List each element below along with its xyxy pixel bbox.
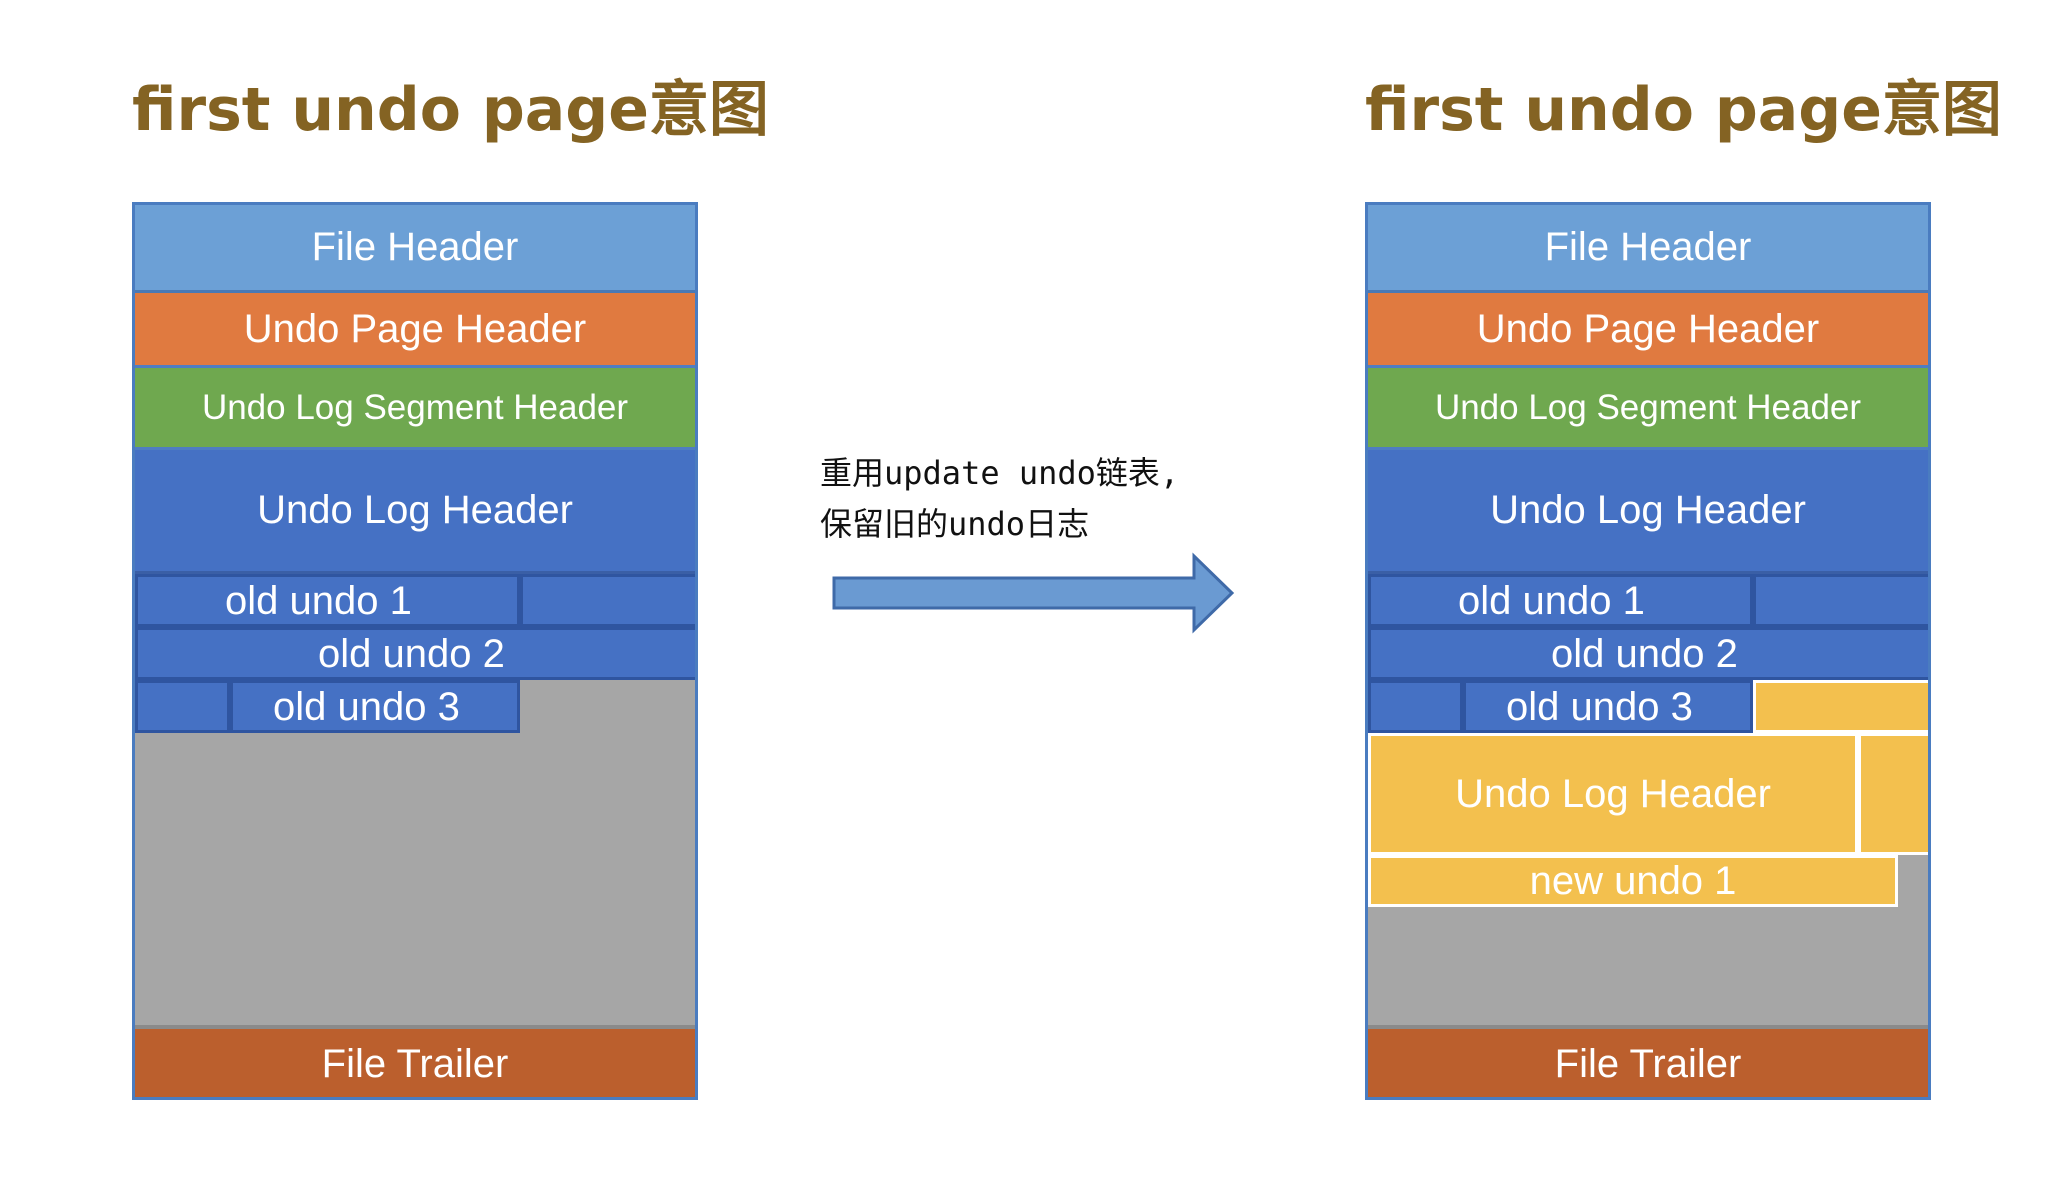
undo-log-segment-header-block: Undo Log Segment Header bbox=[135, 368, 695, 450]
old-undo-2-block: old undo 2 bbox=[1368, 627, 1928, 680]
new-undo-log-header-block: Undo Log Header bbox=[1368, 733, 1858, 855]
left-diagram-title: first undo page意图 bbox=[132, 75, 769, 145]
file-header-block: File Header bbox=[135, 205, 695, 293]
undo-log-segment-header-block: Undo Log Segment Header bbox=[1368, 368, 1928, 450]
old-undo-2-block: old undo 2 bbox=[135, 627, 695, 680]
undo-page-header-block: Undo Page Header bbox=[1368, 293, 1928, 368]
transition-note: 重用update undo链表, 保留旧的undo日志 bbox=[820, 448, 1179, 550]
old-undo-3-head bbox=[135, 680, 230, 733]
new-undo-log-header-tail bbox=[1858, 733, 1928, 855]
transition-note-line-2: 保留旧的undo日志 bbox=[820, 505, 1090, 543]
old-undo-3-block: old undo 3 bbox=[230, 680, 520, 733]
old-undo-3-block: old undo 3 bbox=[1463, 680, 1753, 733]
old-undo-1-tail bbox=[1753, 574, 1928, 627]
right-arrow-icon bbox=[832, 552, 1235, 634]
left-undo-page: File Header Undo Page Header Undo Log Se… bbox=[132, 202, 698, 1100]
old-undo-3-head bbox=[1368, 680, 1463, 733]
old-undo-1-tail bbox=[520, 574, 695, 627]
undo-page-header-block: Undo Page Header bbox=[135, 293, 695, 368]
new-undo-log-header-top bbox=[1753, 680, 1928, 733]
right-undo-page: File Header Undo Page Header Undo Log Se… bbox=[1365, 202, 1931, 1100]
old-undo-1-block: old undo 1 bbox=[135, 574, 520, 627]
transition-note-line-1: 重用update undo链表, bbox=[820, 454, 1180, 492]
old-undo-1-block: old undo 1 bbox=[1368, 574, 1753, 627]
file-header-block: File Header bbox=[1368, 205, 1928, 293]
undo-log-header-block: Undo Log Header bbox=[1368, 450, 1928, 574]
undo-log-header-block: Undo Log Header bbox=[135, 450, 695, 574]
file-trailer-block: File Trailer bbox=[1368, 1025, 1928, 1097]
file-trailer-block: File Trailer bbox=[135, 1025, 695, 1097]
new-undo-1-block: new undo 1 bbox=[1368, 855, 1898, 907]
right-diagram-title: first undo page意图 bbox=[1365, 75, 2002, 145]
